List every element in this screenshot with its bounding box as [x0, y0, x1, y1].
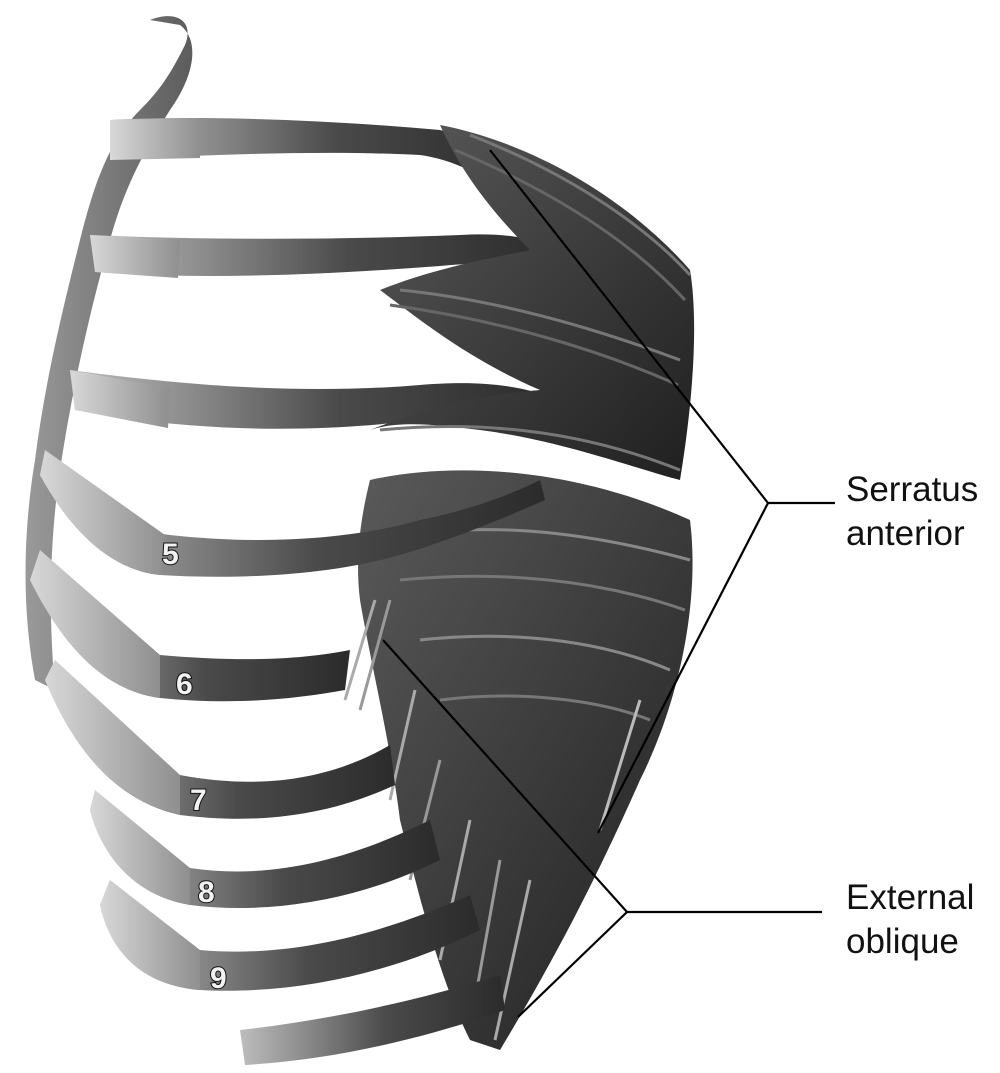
serratus-label-line-2: anterior	[846, 512, 978, 556]
serratus-label-line-1: Serratus	[846, 468, 978, 512]
rib-number-labels: 5 6 7 8 9	[162, 538, 227, 995]
rib-number-5: 5	[162, 538, 179, 571]
external-oblique-label-line-2: oblique	[846, 920, 974, 964]
rib-number-6: 6	[176, 668, 193, 701]
external-oblique-label-line-1: External	[846, 876, 974, 920]
serratus-anterior-label: Serratus anterior	[846, 468, 978, 556]
rib-number-9: 9	[210, 962, 227, 995]
rib-number-7: 7	[190, 784, 207, 817]
rib-number-8: 8	[198, 876, 215, 909]
external-oblique-label: External oblique	[846, 876, 974, 964]
serratus-anterior-muscle	[370, 125, 694, 480]
